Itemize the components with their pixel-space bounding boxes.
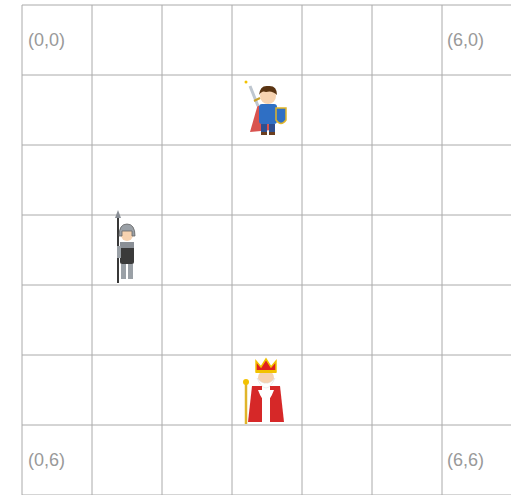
grid-line <box>162 5 163 495</box>
grid-line <box>92 5 93 495</box>
grid-line <box>22 145 511 146</box>
coordinate-label: (0,0) <box>28 31 65 49</box>
king-figure <box>243 359 284 424</box>
soldier-figure <box>115 210 135 283</box>
grid-line <box>22 5 511 6</box>
coordinate-label: (6,6) <box>447 451 484 469</box>
coordinate-label: (0,6) <box>28 451 65 469</box>
grid-line <box>232 5 233 495</box>
grid-line <box>22 215 511 216</box>
hero-figure <box>245 81 287 136</box>
grid-line <box>22 285 511 286</box>
grid-lines <box>22 5 511 495</box>
grid-line <box>22 5 23 495</box>
grid-line <box>22 425 511 426</box>
grid-line <box>302 5 303 495</box>
coordinate-label: (6,0) <box>447 31 484 49</box>
grid-line <box>22 75 511 76</box>
grid-line <box>442 5 443 495</box>
grid-line <box>22 355 511 356</box>
grid-line <box>372 5 373 495</box>
